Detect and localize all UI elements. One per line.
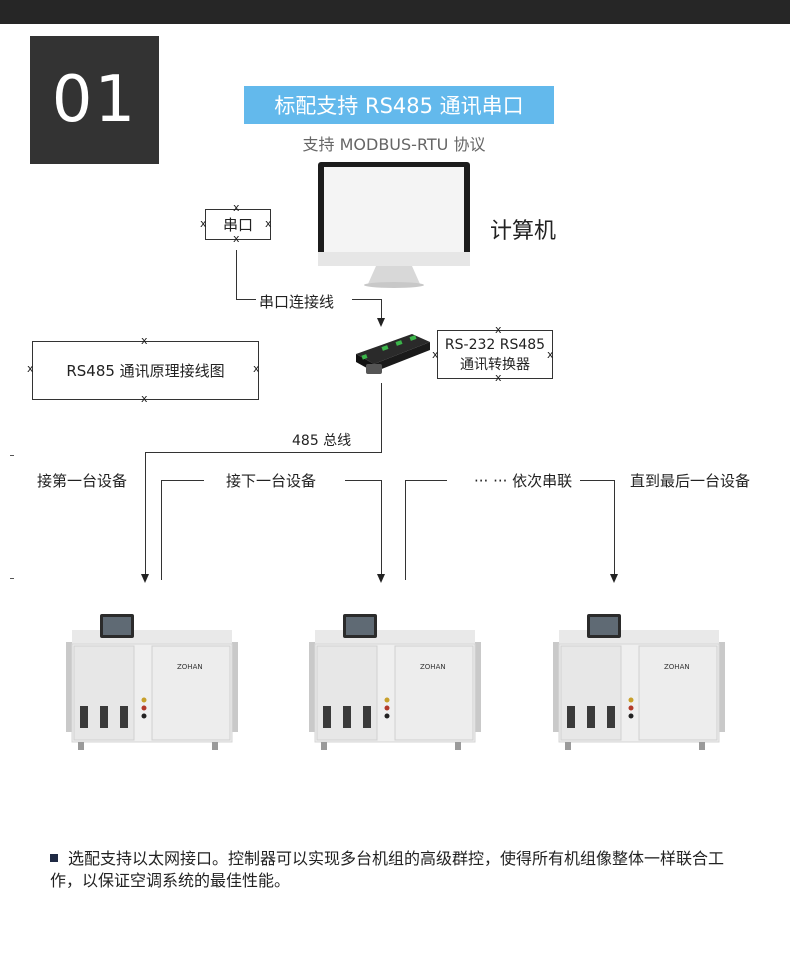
- link-line: [614, 480, 615, 576]
- edge-tick: [10, 578, 14, 579]
- step-label-series: ··· ··· 依次串联: [474, 472, 573, 490]
- computer-label: 计算机: [490, 219, 557, 244]
- svg-text:ZOHAN: ZOHAN: [420, 663, 446, 671]
- air-conditioning-unit-icon: ZOHAN: [66, 614, 238, 750]
- serial-cable-line: [236, 299, 256, 300]
- link-line: [161, 480, 162, 580]
- serial-cable-line: [236, 250, 237, 299]
- bus-line: [145, 452, 382, 453]
- wiring-diagram-box: RS485 通讯原理接线图: [32, 341, 259, 400]
- air-conditioning-unit-icon: ZOHAN: [309, 614, 481, 750]
- x-mark: x: [200, 217, 207, 230]
- bullet-square-icon: [50, 853, 58, 862]
- feature-note-text: 选配支持以太网接口。控制器可以实现多台机组的高级群控，使得所有机组像整体一样联合…: [50, 849, 725, 890]
- x-mark: x: [495, 323, 502, 336]
- top-bar: [0, 0, 790, 24]
- svg-text:ZOHAN: ZOHAN: [664, 663, 690, 671]
- bus-line: [145, 452, 146, 576]
- x-mark: x: [141, 334, 148, 347]
- x-mark: x: [141, 392, 148, 405]
- step-label-next: 接下一台设备: [226, 472, 317, 490]
- x-mark: x: [495, 371, 502, 384]
- converter-label-line1: RS-232 RS485: [444, 336, 546, 353]
- x-mark: x: [432, 348, 439, 361]
- serial-cable-line: [352, 299, 381, 300]
- x-mark: x: [547, 348, 554, 361]
- serial-cable-label: 串口连接线: [259, 293, 335, 311]
- link-line: [161, 480, 204, 481]
- serial-cable-line: [381, 299, 382, 318]
- wiring-diagram-label: RS485 通讯原理接线图: [66, 362, 225, 380]
- serial-port-label: 串口: [222, 216, 253, 234]
- x-mark: x: [233, 201, 240, 214]
- svg-text:ZOHAN: ZOHAN: [177, 663, 203, 671]
- computer-monitor-icon: [318, 162, 470, 288]
- feature-note: 选配支持以太网接口。控制器可以实现多台机组的高级群控，使得所有机组像整体一样联合…: [50, 848, 750, 892]
- link-line: [405, 480, 406, 580]
- x-mark: x: [265, 217, 272, 230]
- edge-tick: [10, 455, 14, 456]
- link-line: [345, 480, 382, 481]
- arrowhead: [377, 318, 385, 327]
- step-label-last: 直到最后一台设备: [630, 472, 751, 490]
- page-subtitle: 支持 MODBUS-RTU 协议: [302, 135, 486, 154]
- bus-line: [381, 383, 382, 452]
- arrowhead: [610, 574, 618, 583]
- bus-label: 485 总线: [292, 433, 352, 449]
- page-title: 标配支持 RS485 通讯串口: [244, 86, 554, 124]
- step-label-first: 接第一台设备: [37, 472, 128, 490]
- converter-label-line2: 通讯转换器: [460, 356, 530, 373]
- link-line: [405, 480, 447, 481]
- arrowhead: [377, 574, 385, 583]
- link-line: [381, 480, 382, 576]
- x-mark: x: [27, 362, 34, 375]
- serial-port-box: 串口: [205, 209, 271, 240]
- converter-label-box: RS-232 RS485 通讯转换器: [437, 330, 553, 379]
- section-number-badge: 01: [30, 36, 159, 164]
- link-line: [580, 480, 615, 481]
- x-mark: x: [233, 232, 240, 245]
- arrowhead: [141, 574, 149, 583]
- x-mark: x: [253, 362, 260, 375]
- rs232-rs485-converter-icon: [356, 334, 430, 374]
- air-conditioning-unit-icon: ZOHAN: [553, 614, 725, 750]
